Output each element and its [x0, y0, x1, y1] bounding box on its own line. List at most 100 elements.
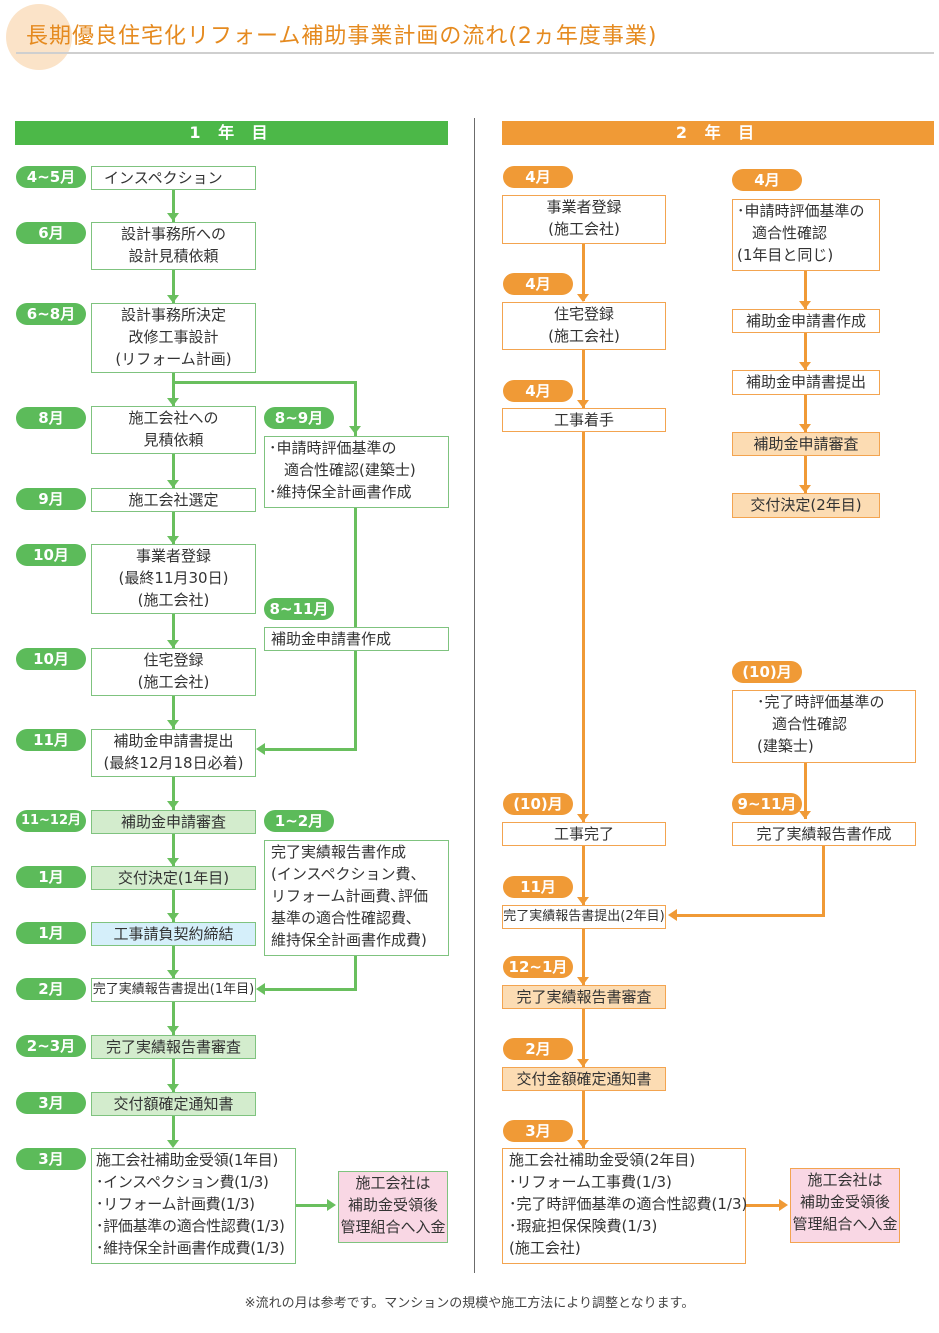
y2-step-house-reg: 住宅登録 (施工会社) — [502, 302, 666, 350]
arrowhead — [167, 398, 179, 406]
y1-report-return — [264, 988, 357, 991]
y1-step-design-estimate: 設計事務所への 設計見積依頼 — [91, 222, 256, 270]
y2-side-line-b — [804, 333, 807, 370]
y1-side-return — [264, 748, 357, 751]
arrowhead — [799, 301, 811, 309]
y2-step-receipt: 施工会社補助金受領(2年目) ･リフォーム工事費(1/3) ･完了時評価基準の適… — [502, 1148, 747, 1264]
y1-month-pill: 1月 — [16, 922, 86, 944]
arrowhead — [577, 1140, 589, 1148]
y1-step-report-review: 完了実績報告書審査 — [91, 1035, 256, 1059]
y1-step-app-review: 補助金申請審査 — [91, 810, 256, 834]
y2-month-pill: 2月 — [503, 1038, 573, 1060]
y1-side-month-pill: 8~11月 — [264, 598, 334, 620]
y2-side-check: ･申請時評価基準の 適合性確認 (1年目と同じ) — [732, 199, 880, 271]
arrowhead — [167, 858, 179, 866]
y2-main-line-c — [582, 432, 585, 822]
arrowhead — [256, 743, 265, 755]
title-underline — [16, 52, 934, 54]
arrowhead — [167, 970, 179, 978]
y2-side-report-make: 完了実績報告書作成 — [732, 822, 916, 846]
y1-step-report-submit: 完了実績報告書提出(1年目) — [91, 978, 256, 1002]
y2-main-line-d — [582, 845, 585, 905]
y1-report-line — [354, 955, 357, 990]
arrowhead — [167, 536, 179, 544]
y2-side-app-submit: 補助金申請書提出 — [732, 370, 880, 395]
y2-step-after-receipt: 施工会社は 補助金受領後 管理組合へ入金 — [790, 1168, 900, 1243]
y1-step-contract: 工事請負契約締結 — [91, 922, 256, 946]
y1-step-house-reg: 住宅登録 (施工会社) — [91, 648, 256, 696]
arrowhead — [167, 213, 179, 221]
y2-step-amount-notice: 交付金額確定通知書 — [502, 1067, 666, 1091]
y1-step-after-receipt: 施工会社は 補助金受領後 管理組合へ入金 — [338, 1171, 448, 1243]
arrowhead — [779, 1199, 788, 1211]
y2-side-month-pill: (10)月 — [732, 661, 802, 683]
y2-main-line-a — [582, 244, 585, 301]
y2-side-line-a — [804, 271, 807, 309]
title-decoration-circle — [6, 4, 72, 70]
y1-step-inspection: インスペクション — [91, 166, 256, 190]
arrowhead — [167, 913, 179, 921]
y2-side-month-pill: 4月 — [732, 169, 802, 191]
y2-month-pill: 4月 — [503, 166, 573, 188]
y2-main-line-g — [582, 1090, 585, 1148]
arrowhead — [799, 362, 811, 370]
arrowhead — [668, 909, 677, 921]
y2-side-line-f — [822, 846, 825, 916]
y1-step-contractor-estimate: 施工会社への 見積依頼 — [91, 406, 256, 454]
arrowhead — [167, 480, 179, 488]
y1-month-pill: 2~3月 — [16, 1035, 86, 1057]
y1-step-amount-notice: 交付額確定通知書 — [91, 1092, 256, 1116]
y1-side-report-make: 完了実績報告書作成 (インスペクション費、 リフォーム計画費､評価 基準の適合性… — [264, 840, 449, 956]
y2-step-report-review: 完了実績報告書審査 — [502, 985, 666, 1009]
y1-branch-line — [172, 381, 357, 384]
y1-month-pill: 6~8月 — [16, 303, 86, 325]
arrowhead — [167, 640, 179, 648]
arrowhead — [167, 1140, 179, 1148]
arrowhead — [167, 295, 179, 303]
y1-month-pill: 6月 — [16, 222, 86, 244]
y1-step-receipt: 施工会社補助金受領(1年目) ･インスペクション費(1/3) ･リフォーム計画費… — [91, 1148, 296, 1264]
y1-step-app-submit: 補助金申請書提出 (最終12月18日必着) — [91, 729, 256, 777]
y2-main-line-e — [582, 928, 585, 985]
y2-side-line-e — [804, 763, 807, 819]
arrowhead — [167, 801, 179, 809]
y1-side-month-pill: 1~2月 — [264, 810, 334, 832]
y2-step-start: 工事着手 — [502, 408, 666, 432]
y1-month-pill: 1月 — [16, 866, 86, 888]
year2-header: 2 年 目 — [502, 121, 934, 145]
y1-month-pill: 8月 — [16, 407, 86, 429]
y2-month-pill: (10)月 — [503, 793, 573, 815]
y2-side-complete-check: ･完了時評価基準の 適合性確認 (建築士) — [732, 690, 916, 763]
arrowhead — [577, 977, 589, 985]
y2-side-line-d — [804, 456, 807, 493]
y2-step-operator-reg: 事業者登録 (施工会社) — [502, 195, 666, 244]
y1-step-design-decision: 設計事務所決定 改修工事設計 (リフォーム計画) — [91, 303, 256, 373]
arrowhead — [256, 983, 265, 995]
arrowhead — [577, 400, 589, 408]
y2-side-month-pill: 9~11月 — [732, 793, 802, 815]
y2-step-complete: 工事完了 — [502, 822, 666, 846]
y2-side-app-make: 補助金申請書作成 — [732, 309, 880, 333]
y1-side-check-box: ･申請時評価基準の 適合性確認(建築士) ･維持保全計画書作成 — [264, 436, 449, 508]
arrowhead — [327, 1199, 336, 1211]
y1-side-month-pill: 8~9月 — [264, 407, 334, 429]
arrowhead — [167, 1084, 179, 1092]
y1-month-pill: 11~12月 — [16, 810, 86, 832]
page-title: 長期優良住宅化リフォーム補助事業計画の流れ(2ヵ年度事業) — [26, 24, 658, 49]
y1-month-pill: 10月 — [16, 544, 86, 566]
arrowhead — [167, 1026, 179, 1034]
arrowhead — [577, 1059, 589, 1067]
column-divider — [474, 118, 475, 1273]
arrowhead — [349, 426, 361, 434]
y1-pay-line — [296, 1204, 328, 1207]
y1-step-operator-reg: 事業者登録 (最終11月30日) (施工会社) — [91, 544, 256, 614]
y2-month-pill: 4月 — [503, 380, 573, 402]
arrowhead — [799, 424, 811, 432]
y2-month-pill: 11月 — [503, 876, 573, 898]
arrowhead — [577, 294, 589, 302]
arrowhead — [167, 720, 179, 728]
arrowhead — [577, 814, 589, 822]
y2-step-report-submit: 完了実績報告書提出(2年目) — [502, 905, 666, 929]
year1-header: 1 年 目 — [15, 121, 448, 145]
y2-side-app-review: 補助金申請審査 — [732, 432, 880, 456]
